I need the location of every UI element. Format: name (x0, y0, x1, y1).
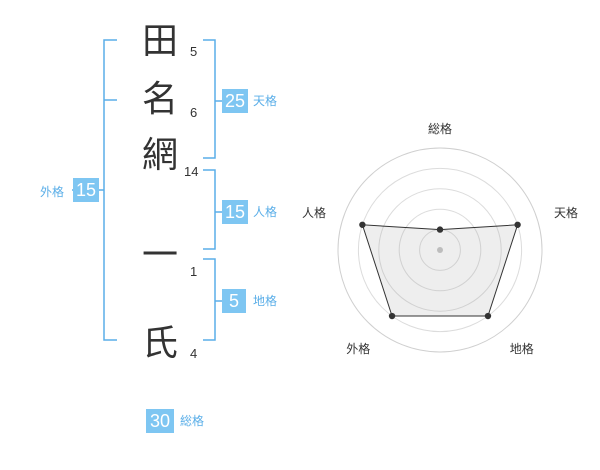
soukaku-label: 総格 (180, 414, 205, 428)
jinkaku-value-badge: 15 (222, 200, 248, 224)
chikaku-value-badge: 5 (222, 289, 246, 313)
radar-axis-label-1: 総格 (428, 121, 453, 136)
stroke-count-2: 6 (190, 105, 198, 120)
chikaku-label: 地格 (253, 294, 278, 308)
name-char-1: 田 (141, 21, 178, 62)
soukaku-value-badge: 30 (146, 409, 174, 433)
radar-axis-label-5: 人格 (301, 205, 326, 220)
name-char-3: 網 (141, 135, 178, 176)
radar-grid-ring (398, 208, 482, 292)
name-char-2: 名 (141, 79, 178, 120)
name-char-5: 氏 (141, 323, 178, 364)
radar-grid-ring (337, 147, 543, 353)
radar-point-2 (514, 221, 521, 228)
stroke-count-4: 1 (190, 264, 198, 279)
radar-grid-ring (357, 167, 523, 333)
radar-axis-label-4: 外格 (346, 342, 371, 357)
tenkaku-value-badge: 25 (222, 89, 248, 113)
radar-point-3 (484, 312, 492, 320)
radar-point-4 (388, 312, 396, 320)
radar-center-dot (437, 247, 443, 253)
jinkaku-bracket (203, 169, 216, 250)
radar-point-1 (436, 226, 444, 233)
stroke-count-5: 4 (190, 346, 198, 361)
stroke-count-1: 5 (190, 44, 198, 59)
jinkaku-label: 人格 (253, 205, 278, 219)
tenkaku-label: 天格 (253, 94, 278, 108)
tenkaku-bracket (203, 39, 216, 159)
radar-grid-ring (378, 188, 502, 312)
radar-series-area (361, 224, 519, 317)
radar-axis-label-3: 地格 (509, 342, 534, 357)
name-char-4: 一 (141, 235, 178, 276)
radar-point-5 (359, 221, 366, 228)
gaikaku-label: 外格 (40, 185, 65, 199)
gaikaku-value-badge: 15 (73, 178, 99, 202)
chikaku-bracket (203, 258, 216, 341)
radar-axis-label-2: 天格 (554, 205, 579, 220)
stroke-count-3: 14 (184, 164, 199, 179)
